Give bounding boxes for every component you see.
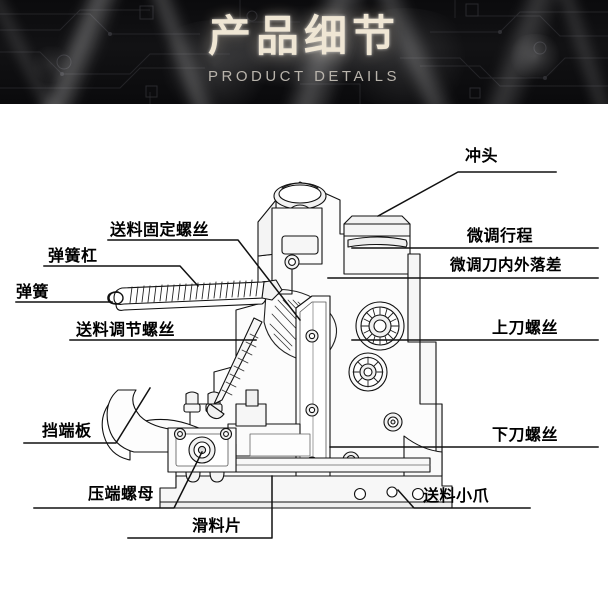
label-shangdao-luosi: 上刀螺丝 <box>492 318 559 337</box>
label-yaduan-luomu: 压端螺母 <box>88 484 155 503</box>
glow-spot <box>330 8 480 104</box>
label-tanhuang: 弹簧 <box>16 282 50 301</box>
label-hualiaopian: 滑料片 <box>192 516 242 535</box>
label-weitiao-luocha: 微调刀内外落差 <box>450 256 563 274</box>
page-subtitle: PRODUCT DETAILS <box>208 68 400 85</box>
glow-spot <box>505 34 565 78</box>
glow-spot <box>28 46 74 82</box>
circuit-pattern-icon <box>0 0 608 104</box>
product-diagram: 冲头 微调行程 微调刀内外落差 上刀螺丝 下刀螺丝 送料小爪 送料固定螺丝 弹簧… <box>0 104 608 608</box>
label-songliao-guding: 送料固定螺丝 <box>110 220 210 239</box>
label-chongtou: 冲头 <box>465 146 499 165</box>
label-songliao-xiaozhua: 送料小爪 <box>423 486 490 505</box>
page-title: 产品细节 <box>208 12 400 62</box>
label-dangduanban: 挡端板 <box>42 421 92 440</box>
machine-illustration <box>15 171 599 539</box>
label-weitiao-xingcheng: 微调行程 <box>467 226 534 245</box>
header-banner: 产品细节 PRODUCT DETAILS <box>0 0 608 104</box>
glow-spot <box>150 20 280 104</box>
label-xiadao-luosi: 下刀螺丝 <box>492 425 559 444</box>
label-songliao-tiaojie: 送料调节螺丝 <box>76 320 176 339</box>
label-tanhuanggang: 弹簧杠 <box>48 246 98 265</box>
